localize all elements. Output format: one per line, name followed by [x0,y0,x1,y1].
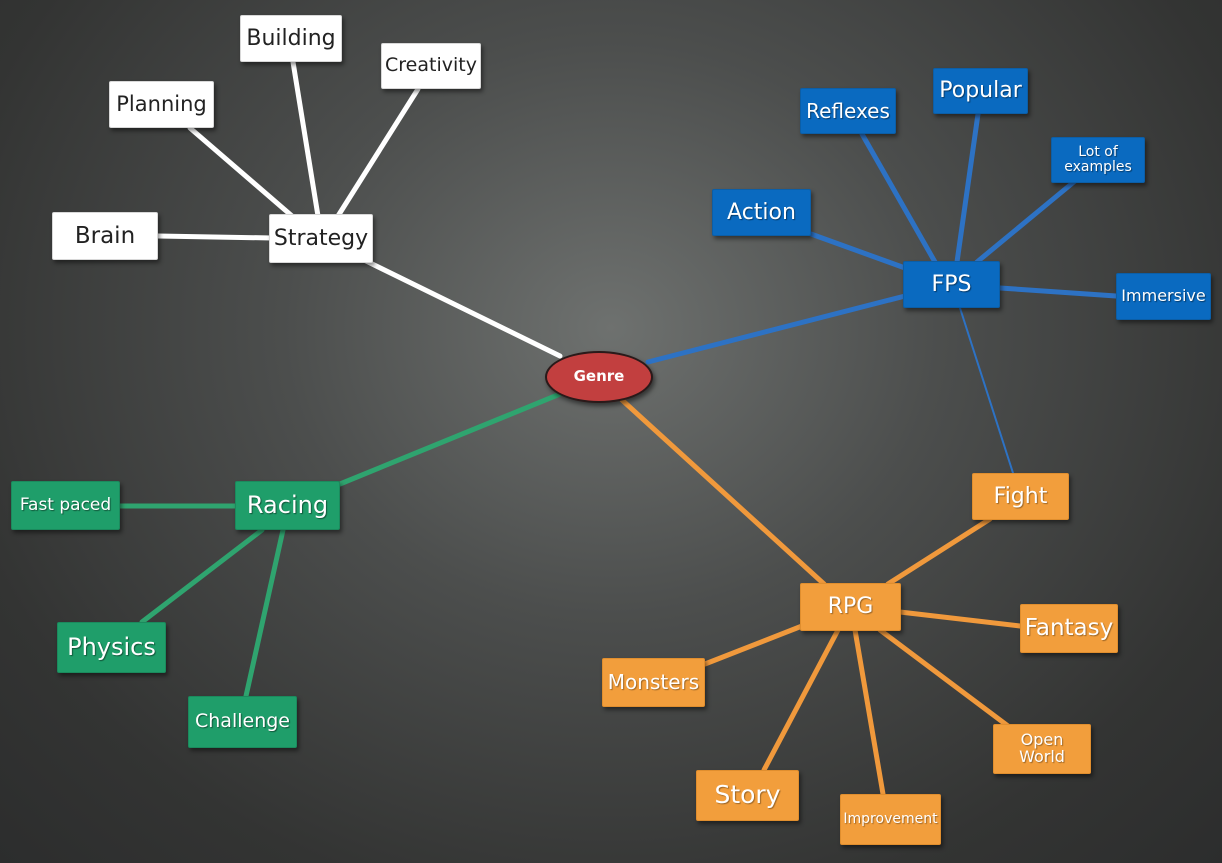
challenge-node[interactable]: Challenge [188,696,297,748]
link-racing-challenge [243,527,286,699]
open-world-node[interactable]: Open World [993,724,1091,774]
link-strategy-building [290,59,321,219]
racing-node[interactable]: Racing [235,481,340,530]
link-fps-fight [959,307,1014,474]
reflexes-node[interactable]: Reflexes [800,88,896,134]
improvement-node[interactable]: Improvement [840,794,941,845]
link-rpg-story [761,627,841,773]
link-rpg-open-world [877,627,1011,729]
link-rpg-fantasy [897,609,1023,629]
building-node[interactable]: Building [240,15,342,62]
lot-of-examples-node[interactable]: Lot of examples [1051,137,1145,183]
link-fps-lot-of-examples [974,178,1078,265]
action-node[interactable]: Action [712,189,811,236]
fast-paced-node[interactable]: Fast paced [11,481,120,530]
link-fps-action [808,231,908,271]
link-genre-racing [337,391,563,487]
link-strategy-creativity [335,86,421,219]
monsters-node[interactable]: Monsters [602,658,705,707]
brain-node[interactable]: Brain [52,212,158,260]
link-rpg-monsters [702,623,805,667]
link-rpg-fight [885,516,993,587]
rpg-node[interactable]: RPG [800,583,901,631]
link-genre-strategy [357,255,563,359]
link-genre-fps [645,293,908,365]
fight-node[interactable]: Fight [972,473,1069,520]
story-node[interactable]: Story [696,770,799,821]
link-strategy-brain [155,233,275,241]
fps-node[interactable]: FPS [903,261,1000,308]
link-rpg-improvement [852,627,886,797]
link-racing-physics [139,527,265,625]
strategy-node[interactable]: Strategy [269,214,373,263]
link-fps-immersive [997,285,1119,299]
popular-node[interactable]: Popular [933,68,1028,114]
link-genre-rpg [619,397,827,587]
planning-node[interactable]: Planning [109,81,214,128]
immersive-node[interactable]: Immersive [1116,273,1211,320]
link-fps-reflexes [859,131,938,265]
fantasy-node[interactable]: Fantasy [1020,604,1118,653]
creativity-node[interactable]: Creativity [381,43,481,89]
genre-root-node[interactable]: Genre [545,351,653,403]
physics-node[interactable]: Physics [57,622,166,673]
link-strategy-planning [187,125,295,219]
link-fps-popular [954,111,981,265]
